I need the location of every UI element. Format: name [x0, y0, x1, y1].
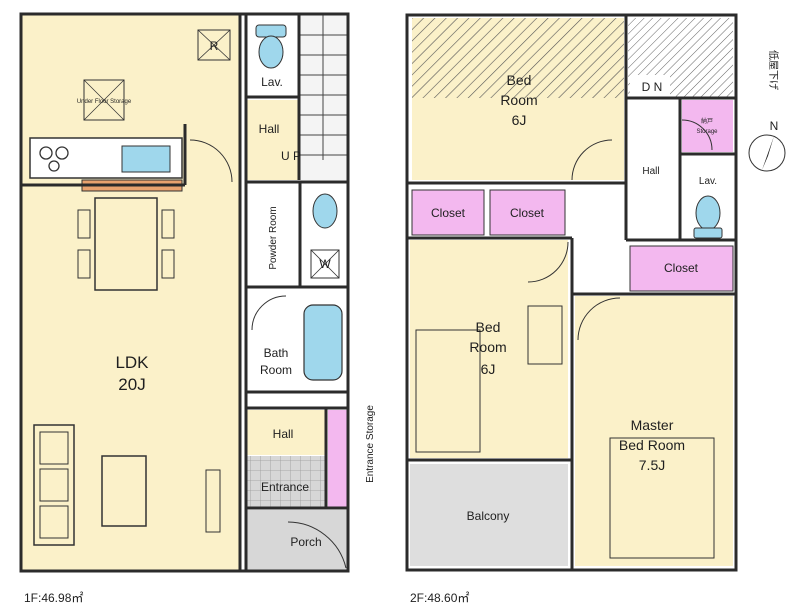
ceiling-note: 低屋下げ — [767, 50, 780, 90]
bedroom-mid-line2: Room — [469, 339, 506, 355]
powder-room-label: Powder Room — [268, 206, 279, 269]
hall-lower-floor — [246, 410, 326, 455]
floor-1 — [19, 12, 350, 573]
refrigerator-icon — [197, 29, 231, 61]
bed-master — [609, 437, 715, 559]
closet-1-label: Closet — [431, 206, 466, 220]
entrance-label: Entrance — [261, 480, 309, 494]
bedroom-top-loft — [412, 18, 624, 98]
balcony-floor — [410, 464, 568, 566]
up-label: U P — [281, 149, 301, 163]
hall-2f-floor — [628, 100, 678, 240]
washbasin-icon — [312, 193, 338, 229]
master-size: 7.5J — [639, 457, 665, 473]
refrigerator-mark: R — [210, 39, 219, 53]
coffee-table — [101, 455, 147, 527]
hall-upper-floor — [246, 100, 299, 180]
bed-mid — [415, 329, 481, 453]
stove-icon — [39, 146, 69, 172]
bedroom-mid-size: 6J — [481, 361, 496, 377]
sofa — [33, 424, 75, 546]
toilet-icon — [258, 35, 284, 69]
hall-upper-label: Hall — [259, 122, 280, 136]
washer-mark: W — [319, 257, 331, 271]
dn-label: D N — [642, 80, 663, 94]
closet-2-label: Closet — [510, 206, 545, 220]
bedroom-top-size: 6J — [512, 112, 527, 128]
porch-label: Porch — [290, 535, 321, 549]
entrance-storage-floor — [328, 410, 347, 508]
kitchen-sink — [121, 145, 171, 173]
bathtub-icon — [303, 304, 343, 381]
lav-1f-label: Lav. — [261, 75, 283, 89]
bath-label-line2: Room — [260, 363, 292, 377]
north-label: N — [770, 119, 779, 133]
master-floor — [575, 296, 733, 566]
floor-2 — [405, 13, 786, 572]
dining-table — [94, 197, 158, 291]
closet-3-label: Closet — [664, 261, 699, 275]
washer-icon — [310, 249, 340, 279]
tv-stand — [205, 469, 221, 533]
storage-2f-line2: Storage — [696, 129, 718, 135]
bedroom-mid-line1: Bed — [476, 319, 501, 335]
ldk-size: 20J — [118, 375, 145, 394]
toilet-icon — [695, 195, 721, 231]
ldk-label: LDK — [115, 353, 149, 372]
closet-1 — [411, 189, 485, 236]
master-line1: Master — [631, 417, 674, 433]
lav-2f-label: Lav. — [699, 176, 717, 187]
floor2-area: 2F:48.60㎡ — [410, 591, 469, 605]
underfloor-storage-icon — [83, 79, 125, 121]
balcony-label: Balcony — [467, 509, 510, 523]
north-compass-icon — [748, 134, 786, 172]
bedroom-top-line2: Room — [500, 92, 537, 108]
entrance-floor — [246, 456, 326, 508]
storage-2f-line1: 納戸 — [701, 117, 713, 125]
underfloor-storage-label: Under Floor Storage — [77, 99, 132, 105]
bedroom-mid-floor — [410, 240, 568, 458]
master-line2: Bed Room — [619, 437, 685, 453]
entrance-storage-label: Entrance Storage — [365, 405, 376, 483]
bath-label-line1: Bath — [264, 346, 289, 360]
hall-lower-label: Hall — [273, 427, 294, 441]
closet-2 — [489, 189, 566, 236]
closet-3 — [629, 245, 734, 292]
desk-mid — [527, 305, 563, 365]
floor1-area: 1F:46.98㎡ — [24, 591, 83, 605]
hall-2f-label: Hall — [642, 166, 659, 177]
storage-2f — [682, 100, 733, 152]
bedroom-top-line1: Bed — [507, 72, 532, 88]
